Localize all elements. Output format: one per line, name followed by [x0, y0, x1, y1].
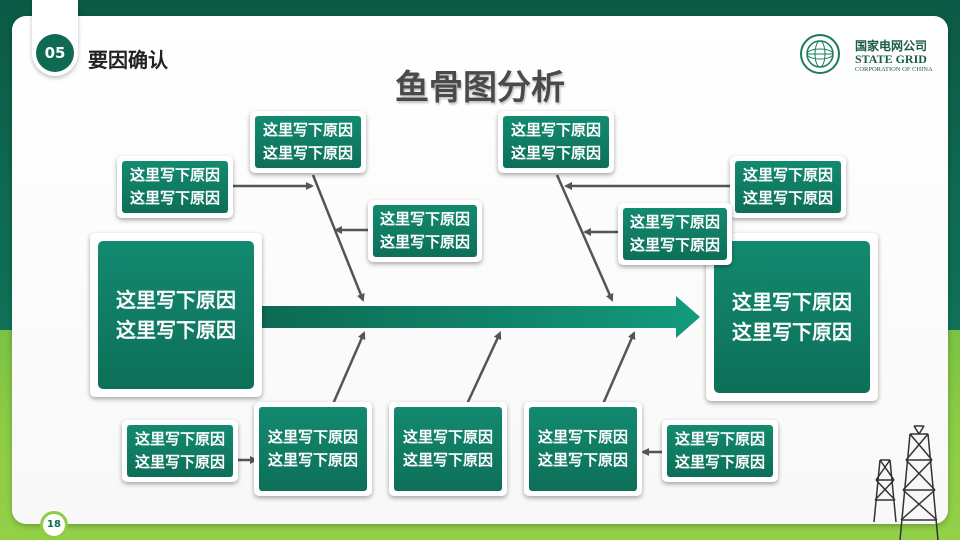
cause-text: 这里写下原因 这里写下原因	[402, 428, 493, 469]
logo-chinese-name: 国家电网公司	[855, 39, 928, 53]
cause-box-bottom-right-side: 这里写下原因 这里写下原因	[662, 420, 778, 482]
cause-box-bottom-1: 这里写下原因 这里写下原因	[254, 402, 372, 496]
section-title: 要因确认	[88, 48, 168, 72]
effect-box-text: 这里写下原因 这里写下原因	[116, 288, 236, 342]
state-grid-emblem-icon	[800, 34, 840, 74]
cause-text: 这里写下原因 这里写下原因	[129, 166, 220, 207]
bone-bottom-1	[331, 331, 366, 405]
cause-box-top-left-side: 这里写下原因 这里写下原因	[117, 156, 233, 218]
cause-text: 这里写下原因 这里写下原因	[267, 428, 358, 469]
bone-bottom-3	[601, 331, 636, 405]
logo-english-name: STATE GRID	[855, 52, 927, 66]
result-box-text: 这里写下原因 这里写下原因	[732, 290, 852, 344]
page-number: 18	[40, 511, 68, 539]
cause-box-bottom-left-side: 这里写下原因 这里写下原因	[122, 420, 238, 482]
cause-text: 这里写下原因 这里写下原因	[629, 213, 720, 254]
cause-text: 这里写下原因 这里写下原因	[537, 428, 628, 469]
cause-text: 这里写下原因 这里写下原因	[742, 166, 833, 207]
cause-box-bottom-2: 这里写下原因 这里写下原因	[389, 402, 507, 496]
fishbone-spine	[262, 296, 700, 338]
logo-english-subtitle: CORPORATION OF CHINA	[855, 66, 933, 73]
state-grid-logo: 国家电网公司 STATE GRID CORPORATION OF CHINA	[800, 34, 940, 76]
cause-box-top-right-inner: 这里写下原因 这里写下原因	[618, 203, 732, 265]
cause-box-top-right-upper: 这里写下原因 这里写下原因	[498, 111, 614, 173]
cause-text: 这里写下原因 这里写下原因	[379, 210, 470, 251]
cause-text: 这里写下原因 这里写下原因	[134, 430, 225, 471]
result-box: 这里写下原因 这里写下原因	[706, 233, 878, 401]
bone-top-right-main	[555, 174, 614, 302]
cause-box-top-left-upper: 这里写下原因 这里写下原因	[250, 111, 366, 173]
cause-box-top-left-inner: 这里写下原因 这里写下原因	[368, 200, 482, 262]
cause-box-top-right-side: 这里写下原因 这里写下原因	[730, 156, 846, 218]
section-number: 05	[36, 34, 74, 72]
transmission-tower-icon	[873, 425, 939, 540]
effect-box: 这里写下原因 这里写下原因	[90, 233, 262, 397]
cause-text: 这里写下原因 这里写下原因	[510, 121, 601, 162]
bone-bottom-2	[465, 331, 502, 405]
cause-text: 这里写下原因 这里写下原因	[262, 121, 353, 162]
bone-top-left-main	[311, 174, 365, 302]
slide-title: 鱼骨图分析	[395, 68, 565, 108]
cause-text: 这里写下原因 这里写下原因	[674, 430, 765, 471]
cause-box-bottom-3: 这里写下原因 这里写下原因	[524, 402, 642, 496]
